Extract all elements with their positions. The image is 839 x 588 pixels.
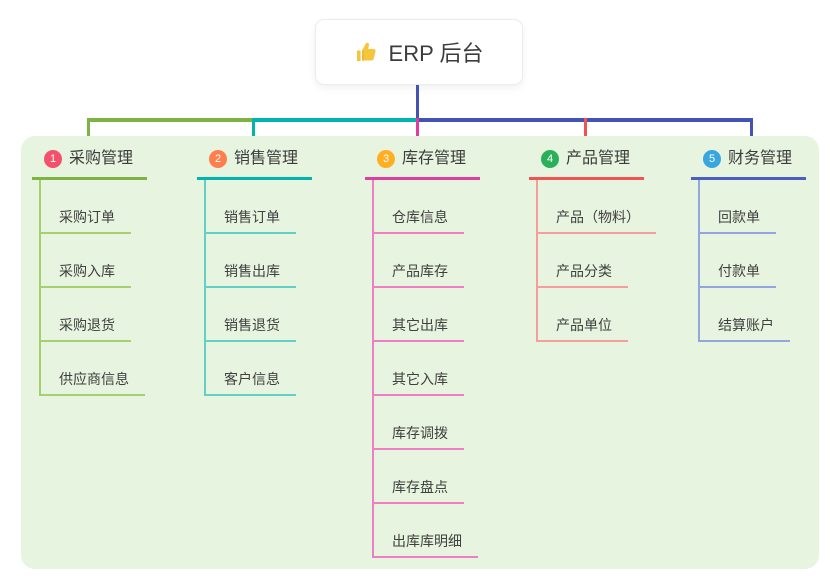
branch-sales: 2 销售管理 销售订单 销售出库 销售退货 客户信息 <box>197 148 313 396</box>
branch-finance: 5 财务管理 回款单 付款单 结算账户 <box>691 148 807 342</box>
connector-root-drop <box>416 85 419 120</box>
child-node-product-unit[interactable]: 产品单位 <box>538 288 628 342</box>
connector-drop-purchase <box>87 118 90 144</box>
branch-children: 销售订单 销售出库 销售退货 客户信息 <box>204 180 296 396</box>
child-node-other-inbound[interactable]: 其它入库 <box>374 342 464 396</box>
child-node-sales-order[interactable]: 销售订单 <box>206 180 296 234</box>
branch-title: 销售管理 <box>234 150 299 167</box>
branch-inventory: 3 库存管理 仓库信息 产品库存 其它出库 其它入库 库存调拨 库存盘点 出库库… <box>365 148 481 558</box>
child-node-outbound-detail[interactable]: 出库库明细 <box>374 504 478 558</box>
child-node-purchase-return[interactable]: 采购退货 <box>41 288 131 342</box>
connector-bus-segment-1 <box>87 118 254 122</box>
root-node-erp[interactable]: ERP 后台 <box>315 19 523 85</box>
child-node-product-stock[interactable]: 产品库存 <box>374 234 464 288</box>
child-node-stock-count[interactable]: 库存盘点 <box>374 450 464 504</box>
connector-drop-sales <box>252 118 255 144</box>
child-node-product-category[interactable]: 产品分类 <box>538 234 628 288</box>
branch-purchase: 1 采购管理 采购订单 采购入库 采购退货 供应商信息 <box>32 148 148 396</box>
branch-title: 财务管理 <box>728 150 793 167</box>
branch-header-finance[interactable]: 5 财务管理 <box>691 148 807 180</box>
child-node-other-outbound[interactable]: 其它出库 <box>374 288 464 342</box>
branch-children: 采购订单 采购入库 采购退货 供应商信息 <box>39 180 145 396</box>
branch-number-badge: 2 <box>209 150 227 168</box>
child-node-receipt-slip[interactable]: 回款单 <box>700 180 776 234</box>
branch-product: 4 产品管理 产品（物料） 产品分类 产品单位 <box>529 148 656 342</box>
connector-drop-finance <box>750 118 753 144</box>
connector-drop-product <box>584 118 587 144</box>
child-node-product-material[interactable]: 产品（物料） <box>538 180 656 234</box>
child-node-warehouse-info[interactable]: 仓库信息 <box>374 180 464 234</box>
branch-children: 仓库信息 产品库存 其它出库 其它入库 库存调拨 库存盘点 出库库明细 <box>372 180 478 558</box>
child-node-supplier-info[interactable]: 供应商信息 <box>41 342 145 396</box>
branch-title: 库存管理 <box>402 150 467 167</box>
child-node-purchase-order[interactable]: 采购订单 <box>41 180 131 234</box>
branch-number-badge: 1 <box>44 150 62 168</box>
child-node-stock-transfer[interactable]: 库存调拨 <box>374 396 464 450</box>
child-node-purchase-inbound[interactable]: 采购入库 <box>41 234 131 288</box>
branches-panel <box>21 136 819 569</box>
connector-bus-segment-2 <box>254 118 418 122</box>
thumbs-up-icon <box>355 40 379 64</box>
branch-children: 产品（物料） 产品分类 产品单位 <box>536 180 656 342</box>
branch-number-badge: 5 <box>703 150 721 168</box>
child-node-sales-outbound[interactable]: 销售出库 <box>206 234 296 288</box>
branch-number-badge: 3 <box>377 150 395 168</box>
branch-title: 产品管理 <box>566 150 631 167</box>
branch-header-product[interactable]: 4 产品管理 <box>529 148 645 180</box>
child-node-settlement-account[interactable]: 结算账户 <box>700 288 790 342</box>
branch-number-badge: 4 <box>541 150 559 168</box>
branch-children: 回款单 付款单 结算账户 <box>698 180 790 342</box>
branch-header-inventory[interactable]: 3 库存管理 <box>365 148 481 180</box>
child-node-customer-info[interactable]: 客户信息 <box>206 342 296 396</box>
child-node-payment-slip[interactable]: 付款单 <box>700 234 776 288</box>
child-node-sales-return[interactable]: 销售退货 <box>206 288 296 342</box>
root-node-label: ERP 后台 <box>388 41 484 66</box>
branch-header-purchase[interactable]: 1 采购管理 <box>32 148 148 180</box>
branch-title: 采购管理 <box>69 150 134 167</box>
branch-header-sales[interactable]: 2 销售管理 <box>197 148 313 180</box>
connector-drop-inventory <box>416 118 419 144</box>
